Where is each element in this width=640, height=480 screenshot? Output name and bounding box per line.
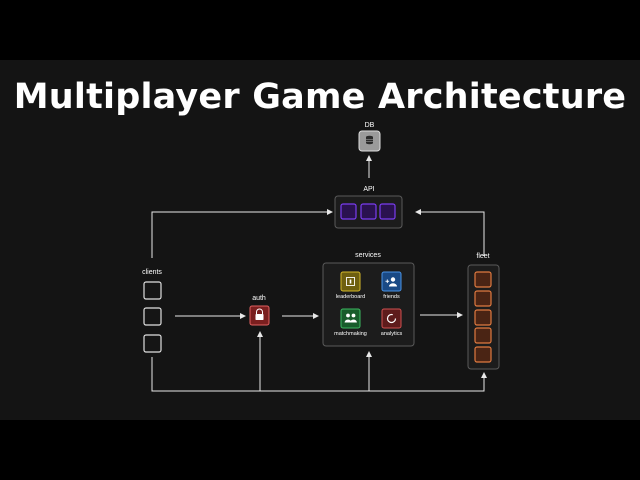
edge-bottom-bus xyxy=(151,357,487,392)
edge-fleet-api xyxy=(415,209,485,256)
db-label: DB xyxy=(365,122,375,129)
auth-node[interactable] xyxy=(249,305,270,326)
service-label: friends xyxy=(383,294,400,300)
auth-label: auth xyxy=(252,295,266,302)
service-label: matchmaking xyxy=(334,331,367,337)
canvas xyxy=(0,60,640,420)
client xyxy=(143,307,162,326)
client xyxy=(143,281,162,300)
service-leaderboard[interactable]: leaderboard xyxy=(336,271,365,300)
people-icon xyxy=(344,313,357,323)
fleet-label: fleet xyxy=(476,253,489,260)
add-friend-icon xyxy=(385,277,397,287)
analytics-icon xyxy=(386,313,397,324)
services-label: services xyxy=(355,252,381,259)
services-node[interactable]: leaderboard friends matchmaking xyxy=(322,262,415,347)
api-label: API xyxy=(363,186,374,193)
api-instance xyxy=(360,203,377,220)
fleet-server xyxy=(474,309,492,326)
db-node[interactable] xyxy=(358,130,381,152)
page-title: Multiplayer Game Architecture xyxy=(13,77,627,117)
fleet-server xyxy=(474,346,492,363)
api-node[interactable] xyxy=(334,195,403,229)
database-icon xyxy=(366,135,373,145)
fleet-server xyxy=(474,327,492,344)
clients-node[interactable] xyxy=(143,281,162,353)
service-label: analytics xyxy=(381,331,403,337)
client xyxy=(143,334,162,353)
service-matchmaking[interactable]: matchmaking xyxy=(334,308,367,337)
connections xyxy=(151,155,487,392)
fleet-node[interactable] xyxy=(467,264,500,370)
leaderboard-icon xyxy=(346,277,355,286)
service-friends[interactable]: friends xyxy=(381,271,402,300)
api-instance xyxy=(340,203,357,220)
fleet-server xyxy=(474,271,492,288)
fleet-server xyxy=(474,290,492,307)
service-analytics[interactable]: analytics xyxy=(381,308,403,337)
api-instance xyxy=(379,203,396,220)
clients-label: clients xyxy=(142,269,162,276)
edge-clients-api xyxy=(151,209,333,258)
service-label: leaderboard xyxy=(336,294,365,300)
lock-icon xyxy=(255,308,264,320)
